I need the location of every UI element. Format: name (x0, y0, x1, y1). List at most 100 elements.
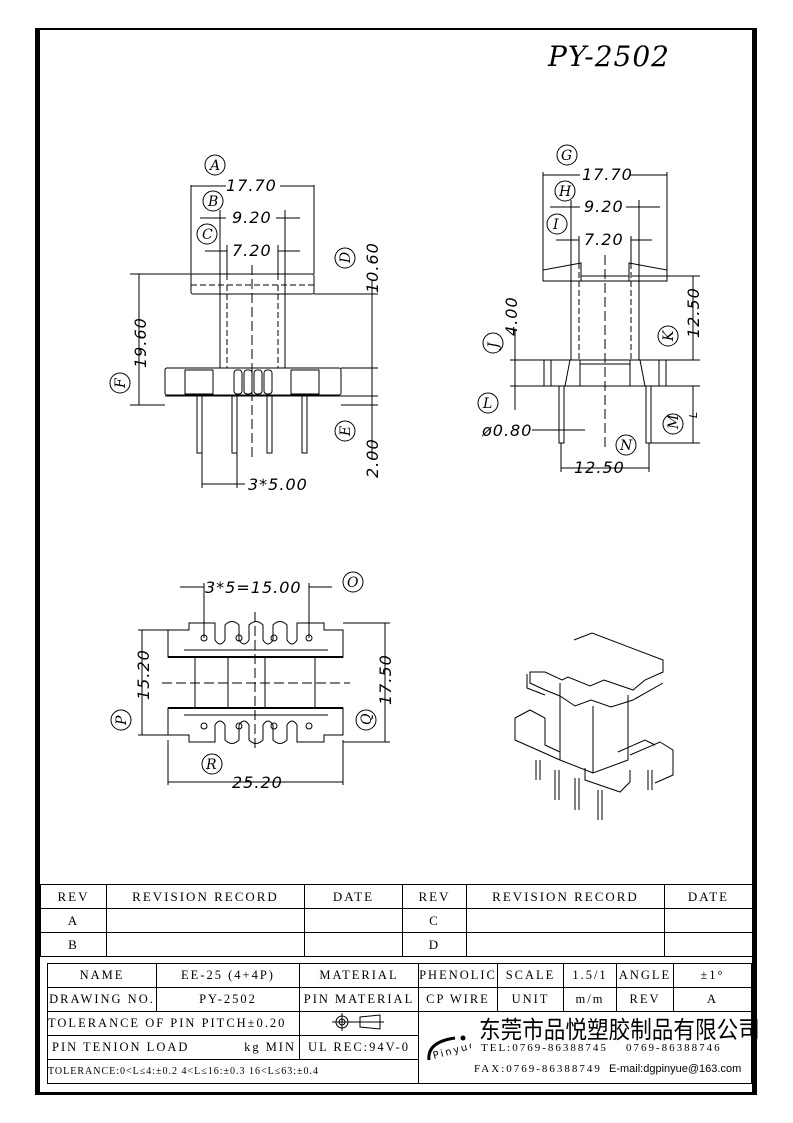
dim-f-value: 19.60 (131, 317, 150, 368)
tel-number: TEL:0769-86388745 (481, 1042, 608, 1054)
dim-p-value: 15.20 (134, 649, 153, 700)
label-o: O (347, 575, 359, 591)
general-tolerance: TOLERANCE:0<L≤4:±0.2 4<L≤16:±0.3 16<L≤63… (47, 1059, 419, 1084)
record-cell (106, 932, 305, 957)
pin (645, 385, 652, 444)
rev-cell: A (40, 908, 107, 933)
label-p: P (114, 715, 130, 726)
dim-j-value: 4.00 (502, 296, 521, 336)
dim-o-value: 3*5=15.00 (205, 578, 302, 597)
label-b: B (207, 194, 218, 210)
rev-header: REV (40, 884, 107, 909)
material-label: MATERIAL (299, 963, 419, 988)
front-view: 17.70 9.20 7.20 3*5.00 10.60 2.00 19.60 … (109, 154, 382, 494)
label-c: C (202, 227, 213, 243)
date-cell (664, 932, 753, 957)
drawing-frame (35, 28, 757, 1095)
label-a: A (208, 158, 220, 174)
dim-r-value: 25.20 (232, 773, 283, 792)
material-value: PHENOLIC (418, 963, 498, 988)
label-d: D (338, 252, 354, 264)
pin (266, 395, 273, 454)
label-f: F (113, 377, 129, 389)
label-h: H (558, 184, 572, 200)
dim-k-value: 12.50 (684, 287, 703, 338)
title-row-name: NAME EE-25 (4+4P) MATERIAL PHENOLIC SCAL… (47, 963, 752, 988)
technical-drawing: 17.70 9.20 7.20 3*5.00 10.60 2.00 19.60 … (109, 144, 703, 820)
first-angle-projection-icon (332, 1012, 384, 1031)
revision-table: REV REVISION RECORD DATE REV REVISION RE… (40, 884, 753, 957)
base-block (164, 367, 342, 396)
revision-row: B D (40, 932, 753, 957)
dim-h-value: 9.20 (584, 197, 624, 216)
unit-value: m/m (563, 987, 617, 1012)
dim-m-value: L (687, 411, 700, 418)
date-header: DATE (664, 884, 753, 909)
date-cell (304, 908, 403, 933)
pinyue-logo-icon: Pinyue (427, 1035, 471, 1062)
name-label: NAME (47, 963, 157, 988)
projection-symbol (299, 1011, 419, 1036)
pin (301, 395, 308, 454)
label-g: G (561, 148, 572, 164)
scale-label: SCALE (497, 963, 564, 988)
drawing-no-label: DRAWING NO. (47, 987, 157, 1012)
dim-c-value: 7.20 (232, 241, 272, 260)
title-row-tension: PIN TENION LOAD kg MIN UL REC:94V-0 (47, 1035, 752, 1060)
record-cell (106, 908, 305, 933)
revision-row: A C (40, 908, 753, 933)
rev-cell: D (402, 932, 467, 957)
revision-header-row: REV REVISION RECORD DATE REV REVISION RE… (40, 884, 753, 909)
company-name: 东莞市品悦塑胶制品有限公司 (479, 1016, 760, 1044)
revision-record-header: REVISION RECORD (466, 884, 665, 909)
pitch-tolerance: TOLERANCE OF PIN PITCH±0.20 (47, 1011, 300, 1036)
isometric-view (514, 632, 674, 820)
rev-header: REV (402, 884, 467, 909)
label-k: K (661, 329, 677, 342)
angle-value: ±1° (673, 963, 752, 988)
dim-g-value: 17.70 (582, 165, 633, 184)
ul-rec: UL REC:94V-0 (299, 1035, 419, 1060)
label-j: J (486, 341, 502, 351)
pin (558, 385, 565, 444)
rev-cell: C (402, 908, 467, 933)
part-number-title: PY-2502 (548, 40, 670, 73)
label-r: R (205, 757, 217, 773)
dim-a-value: 17.70 (226, 176, 277, 195)
title-row-drawing: DRAWING NO. PY-2502 PIN MATERIAL CP WIRE… (47, 987, 752, 1012)
label-e: E (338, 426, 354, 437)
dim-n-value: 12.50 (574, 458, 625, 477)
dim-pitch-value: 3*5.00 (248, 475, 308, 494)
pin-tension-unit: kg MIN (244, 1040, 296, 1054)
rev-value: A (673, 987, 752, 1012)
record-cell (466, 932, 665, 957)
date-cell (664, 908, 753, 933)
date-cell (304, 932, 403, 957)
fax-number: FAX:0769-86388749 (474, 1063, 602, 1075)
record-cell (466, 908, 665, 933)
pin-material-value: CP WIRE (418, 987, 498, 1012)
bottom-view: 3*5=15.00 15.20 17.50 25.20 O P Q R (110, 571, 395, 792)
name-value: EE-25 (4+4P) (156, 963, 300, 988)
title-block: NAME EE-25 (4+4P) MATERIAL PHENOLIC SCAL… (47, 963, 760, 1084)
dim-l-value: ø0.80 (481, 421, 532, 440)
label-i: I (552, 217, 559, 233)
tel-number-2: 0769-86388746 (626, 1042, 722, 1054)
pin-tension: PIN TENION LOAD kg MIN (47, 1035, 300, 1060)
dim-b-value: 9.20 (232, 208, 272, 227)
side-view: 17.70 9.20 7.20 4.00 12.50 ø0.80 L 12.50… (477, 144, 703, 477)
rev-label: REV (616, 987, 674, 1012)
email-address: E-mail:dgpinyue@163.com (609, 1063, 742, 1075)
dim-q-value: 17.50 (376, 654, 395, 705)
label-l: L (482, 396, 492, 412)
label-m: M (666, 414, 682, 430)
pin-tension-label: PIN TENION LOAD (52, 1040, 190, 1054)
unit-label: UNIT (497, 987, 564, 1012)
title-row-pitch: TOLERANCE OF PIN PITCH±0.20 Pinyue 东莞市品悦… (47, 1011, 760, 1084)
label-n: N (619, 438, 633, 454)
dim-d-value: 10.60 (363, 242, 382, 293)
revision-record-header: REVISION RECORD (106, 884, 305, 909)
label-q: Q (359, 713, 375, 725)
pin (231, 395, 238, 454)
dim-i-value: 7.20 (584, 230, 624, 249)
